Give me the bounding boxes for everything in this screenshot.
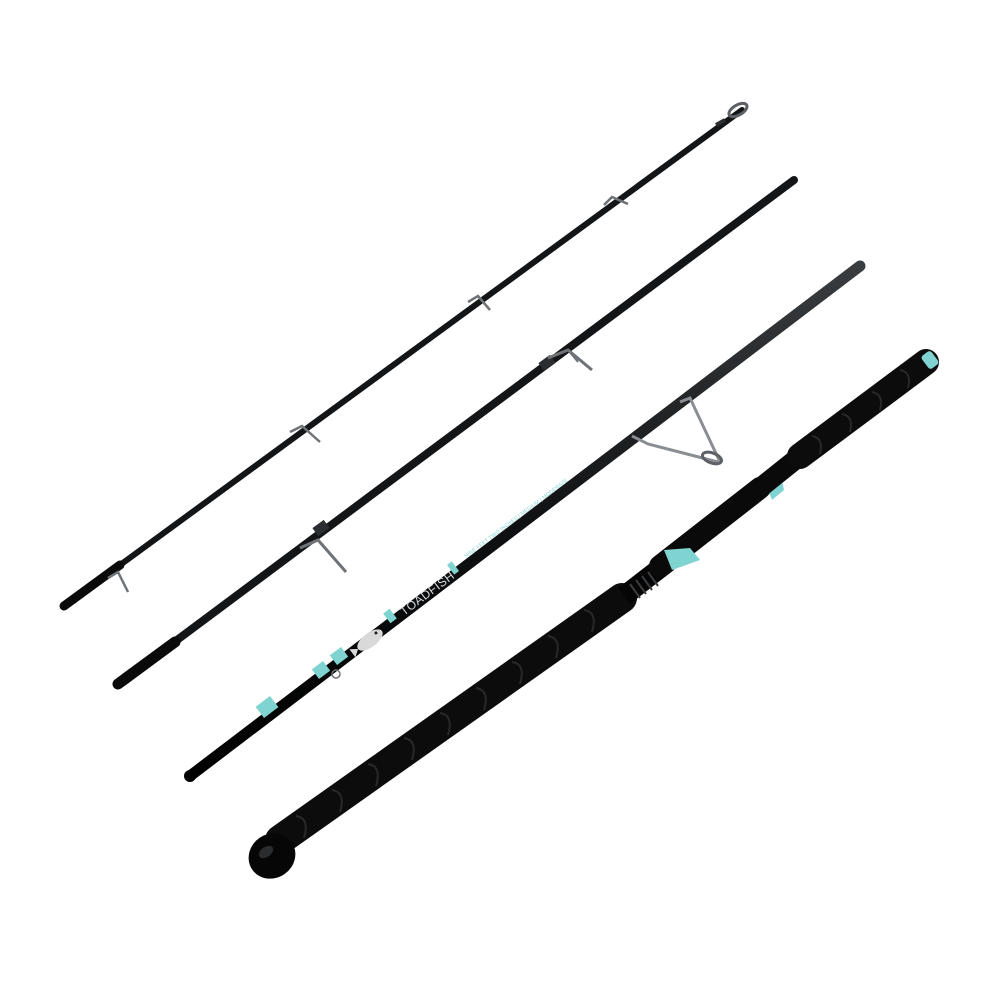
accent-band [255, 695, 279, 719]
hook-keeper-icon [331, 669, 341, 679]
rod-tip-section [59, 101, 749, 611]
reel-seat [617, 448, 807, 604]
rod-handle [248, 349, 939, 879]
accent-band [446, 561, 460, 575]
butt-cap-icon [248, 833, 296, 879]
rod-brand-label: TOADFISH [397, 568, 457, 618]
guide-icon [467, 294, 491, 311]
guide-icon [603, 195, 629, 206]
guide-icon [289, 424, 321, 443]
accent-band [311, 660, 331, 680]
rod-section-three: TOADFISH NINE FEET TWO INCHES | MEDIUM |… [184, 260, 866, 782]
guide-icon [547, 348, 593, 372]
accent-band [383, 608, 397, 624]
rod-spec-label: NINE FEET TWO INCHES | MEDIUM | MODERATE [464, 478, 570, 560]
guide-icon [107, 570, 130, 593]
stripping-guide-icon [631, 396, 724, 466]
rod-section-two [112, 176, 798, 690]
toadfish-logo-icon [349, 629, 383, 658]
accent-band [329, 646, 349, 666]
guide-icon [299, 538, 348, 573]
winding-check-accent [921, 351, 939, 369]
tip-top-guide-icon [715, 101, 749, 127]
